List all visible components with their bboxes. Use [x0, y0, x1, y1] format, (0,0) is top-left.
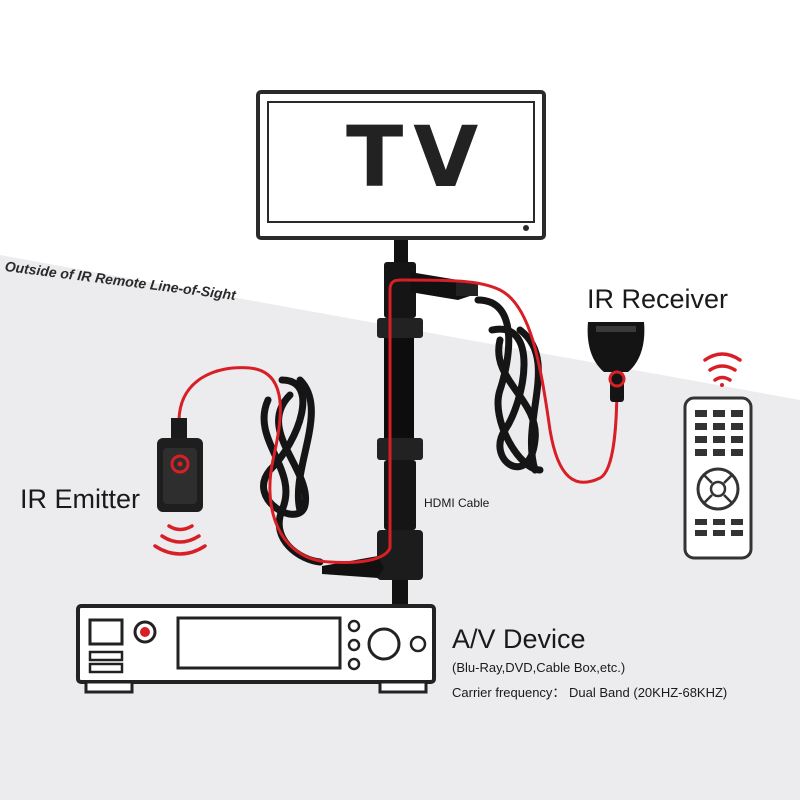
- signal-wave-icon: [703, 352, 742, 387]
- hdmi-cable-label: HDMI Cable: [424, 496, 490, 510]
- tv-label: TV: [346, 108, 489, 206]
- signal-wave-icon: [153, 524, 207, 556]
- ir-receiver-label: IR Receiver: [587, 284, 729, 314]
- ir-emitter-icon: [157, 418, 203, 512]
- av-device-label: A/V Device: [452, 624, 586, 654]
- tv-icon: [256, 90, 546, 240]
- ir-cable: [177, 278, 619, 564]
- receiver-coil: [474, 296, 544, 474]
- carrier-frequency-label: Carrier frequency： Dual Band (20KHZ-68KH…: [452, 685, 728, 700]
- av-device-examples: (Blu-Ray,DVD,Cable Box,etc.): [452, 660, 626, 675]
- ir-receiver-icon: [587, 322, 645, 402]
- remote-control-icon: [683, 396, 753, 560]
- av-device-icon: [76, 604, 436, 694]
- ir-emitter-label: IR Emitter: [20, 484, 141, 514]
